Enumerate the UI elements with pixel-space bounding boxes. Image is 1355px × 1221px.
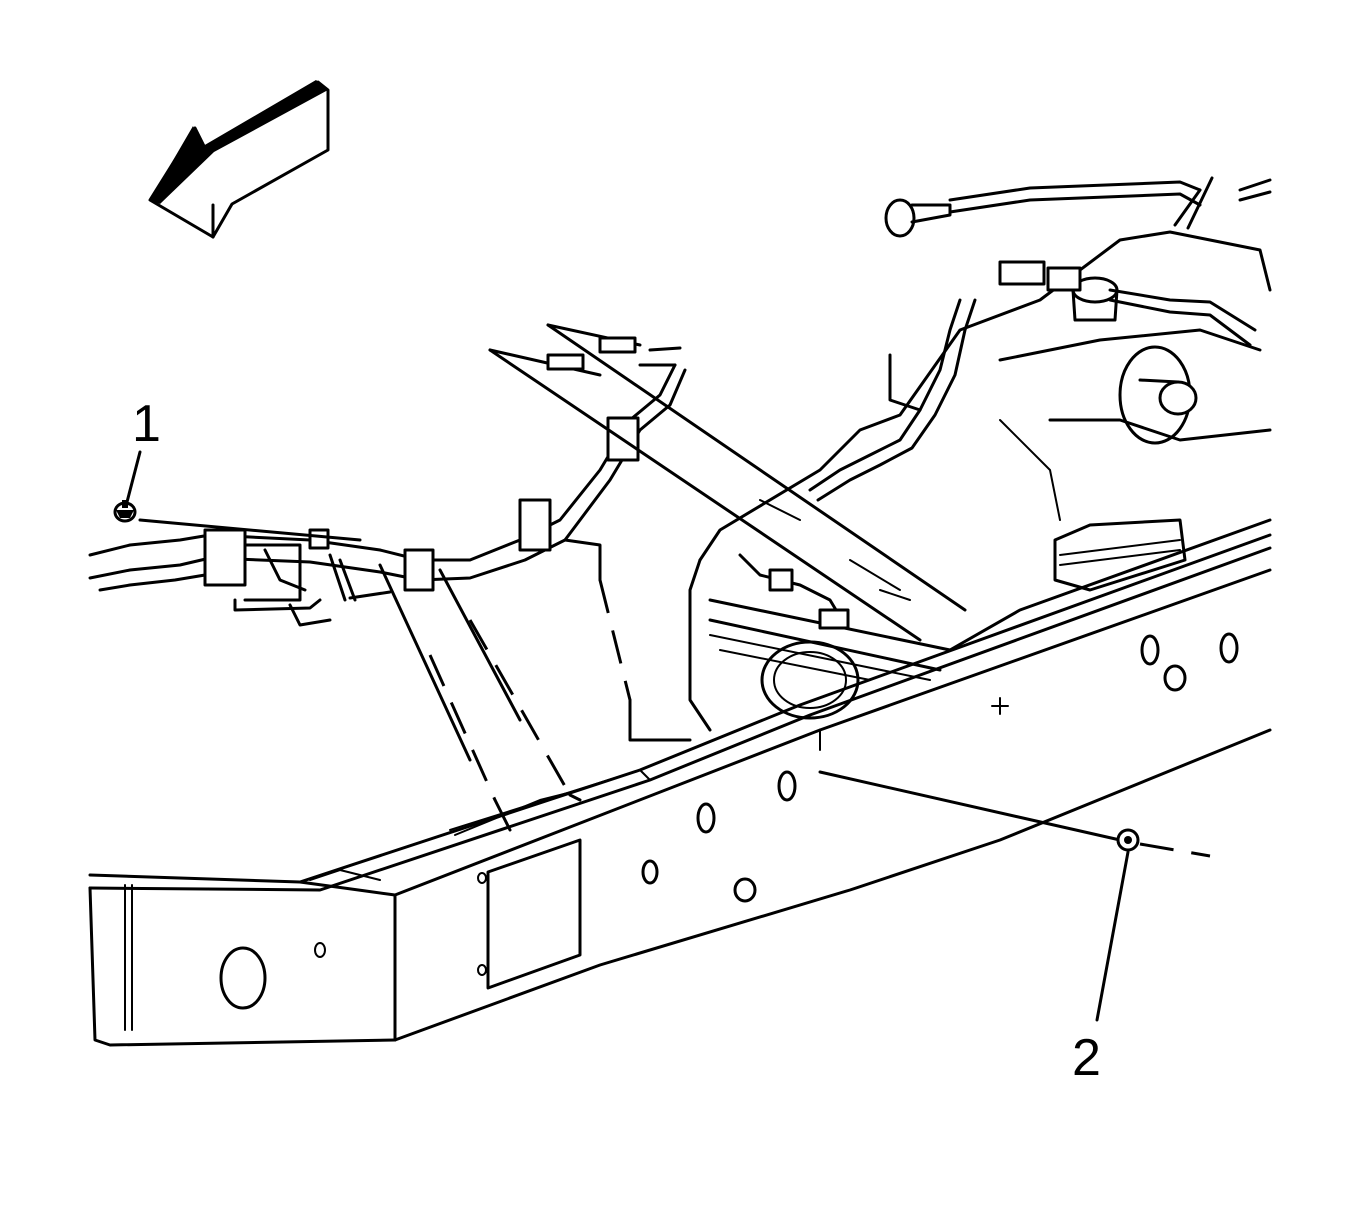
- callout-label-1: 1: [132, 395, 161, 453]
- callout-leader-2: [1095, 850, 1130, 1022]
- installation-guides: [138, 323, 1211, 858]
- fastener-2: [1116, 828, 1140, 852]
- fastener-1: [113, 500, 137, 523]
- forward-arrow-icon: [148, 80, 330, 239]
- fuel-lines: [88, 176, 1272, 630]
- frame-rail: [88, 533, 1272, 1047]
- callout-label-2: 2: [1072, 1029, 1101, 1087]
- callout-leader-1: [125, 450, 142, 504]
